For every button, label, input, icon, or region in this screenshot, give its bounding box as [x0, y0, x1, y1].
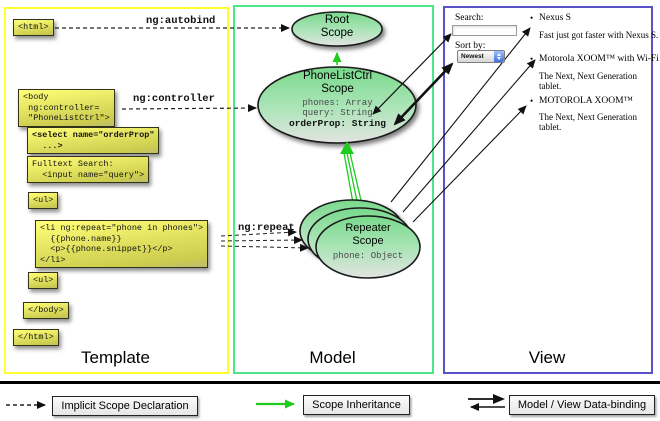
- phonelistctrl-scope-props: phones: Array query: String: [302, 98, 373, 118]
- bullet-icon: •: [530, 96, 534, 106]
- search-label: Search:: [455, 13, 484, 23]
- code-li-repeat: <li ng:repeat="phone in phones"> {{phone…: [35, 220, 209, 268]
- view-item-title: MOTOROLA XOOM™: [539, 96, 633, 106]
- code-select: <select name="orderProp" ...>: [27, 127, 160, 154]
- code-ul-close: <ul>: [28, 272, 59, 289]
- code-html-close: </html>: [13, 329, 59, 346]
- root-scope-label: Root Scope: [294, 14, 380, 40]
- phonelistctrl-scope-title: PhoneListCtrl Scope: [302, 70, 373, 95]
- label-ng-repeat: ng:repeat: [238, 222, 295, 234]
- view-item-title: Nexus S: [539, 13, 571, 23]
- select-stepper-icon: [494, 51, 504, 62]
- code-body-close: </body>: [23, 302, 69, 319]
- label-ng-controller: ng:controller: [133, 93, 215, 105]
- sort-label: Sort by:: [455, 41, 486, 51]
- legend-data-binding: Model / View Data-binding: [509, 395, 655, 415]
- legend-scope-inheritance: Scope Inheritance: [303, 395, 410, 415]
- repeater-scope-title: Repeater Scope: [345, 222, 391, 247]
- view-item-desc: The Next, Next Generation tablet.: [539, 112, 637, 132]
- bullet-icon: •: [530, 13, 534, 23]
- phonelistctrl-scope-label: PhoneListCtrl Scope phones: Array query:…: [260, 70, 415, 129]
- code-fulltext: Fulltext Search: <input name="query">: [27, 156, 150, 183]
- code-ul-open: <ul>: [28, 192, 59, 209]
- search-input[interactable]: [452, 25, 517, 36]
- sort-select-value: Newest: [461, 53, 484, 60]
- legend-implicit-scope: Implicit Scope Declaration: [52, 396, 198, 416]
- view-item-title: Motorola XOOM™ with Wi-Fi: [539, 54, 659, 64]
- phonelistctrl-scope-orderprop: orderProp: String: [289, 118, 386, 129]
- label-ng-autobind: ng:autobind: [146, 15, 216, 27]
- bullet-icon: •: [530, 54, 534, 64]
- code-html-open: <html>: [13, 19, 54, 36]
- legend-divider: [0, 381, 660, 384]
- model-column-title: Model: [309, 348, 356, 367]
- sort-select[interactable]: Newest: [457, 50, 505, 63]
- template-column: [4, 7, 229, 374]
- code-body-open: <body ng:controller= "PhoneListCtrl">: [18, 89, 115, 127]
- view-item-desc: Fast just got faster with Nexus S.: [539, 30, 659, 40]
- template-column-title: Template: [81, 348, 150, 367]
- model-column: [233, 5, 434, 374]
- repeater-scope-prop: phone: Object: [332, 251, 404, 261]
- view-item-desc: The Next, Next Generation tablet.: [539, 71, 637, 91]
- view-column-title: View: [528, 348, 566, 367]
- repeater-scope-label: Repeater Scope phone: Object: [318, 222, 418, 261]
- root-scope-title: Root Scope: [320, 14, 354, 39]
